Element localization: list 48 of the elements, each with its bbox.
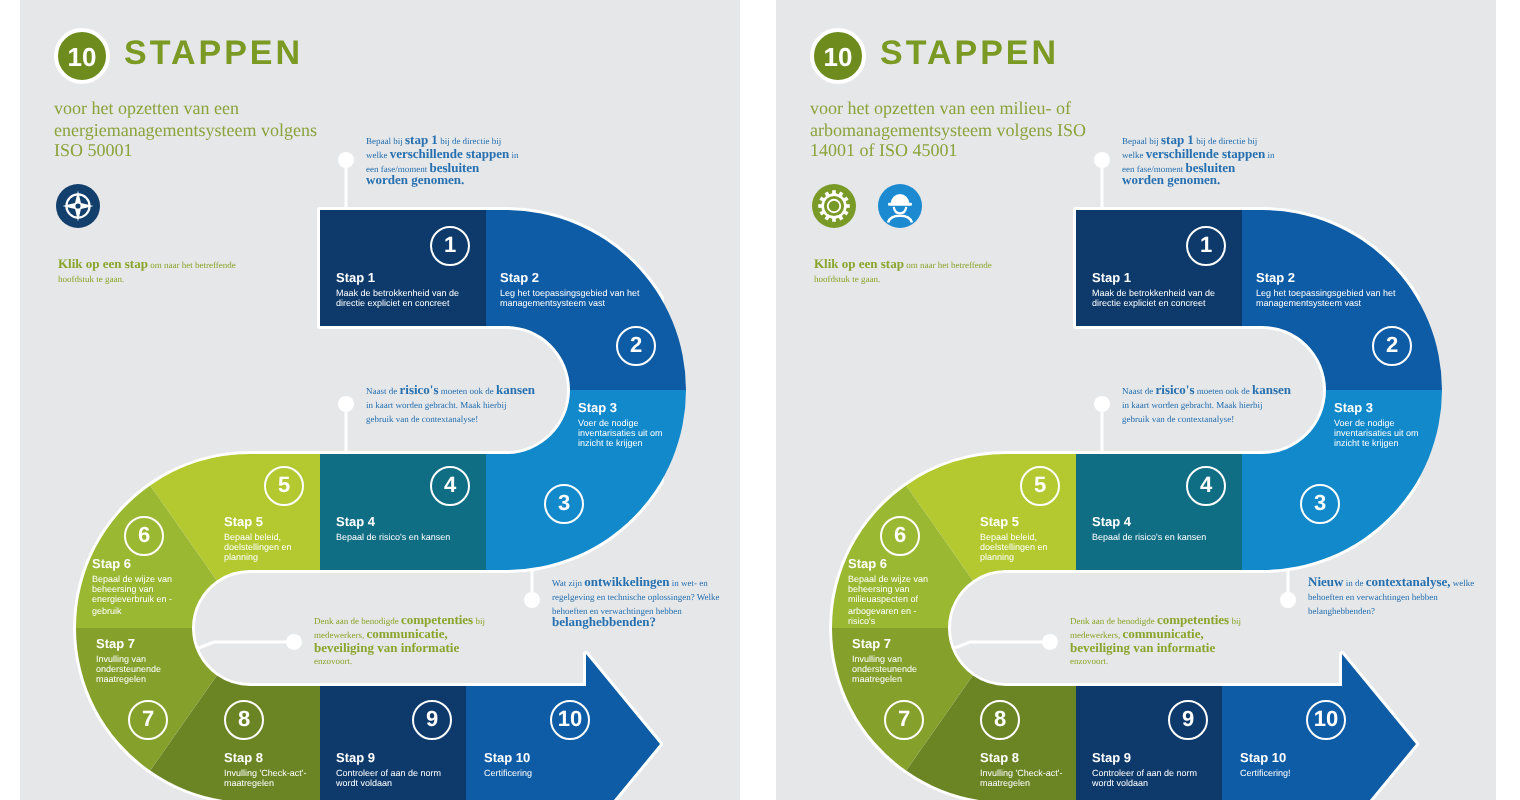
step-segment — [1076, 454, 1242, 570]
leader-line — [338, 152, 354, 210]
panel — [20, 0, 740, 800]
step-number: 2 — [616, 326, 656, 366]
leader-line — [524, 570, 540, 608]
leader-line — [1280, 570, 1296, 608]
leader-line — [338, 396, 354, 454]
step-number: 2 — [1372, 326, 1412, 366]
leader-line — [195, 634, 302, 651]
leader-line — [1094, 152, 1110, 210]
step-number: 1 — [430, 226, 470, 266]
step-segment — [1076, 686, 1222, 800]
step-number: 10 — [1306, 700, 1346, 740]
step-segment — [320, 454, 486, 570]
step-number: 8 — [224, 700, 264, 740]
heading: STAPPEN — [124, 34, 304, 74]
step-number: 1 — [1186, 226, 1226, 266]
step-number: 7 — [128, 700, 168, 740]
number-badge: 10 — [54, 28, 110, 84]
subtitle: voor het opzetten van een milieu- of arbomanagementsysteem volgens ISO 14001 of ISO 45001 — [810, 98, 1088, 161]
step-number: 5 — [264, 466, 304, 506]
step-segment — [150, 674, 320, 800]
step-number: 4 — [1186, 466, 1226, 506]
number-badge: 10 — [810, 28, 866, 84]
step-number: 6 — [124, 516, 164, 556]
step-number: 5 — [1020, 466, 1060, 506]
step-segment — [320, 686, 466, 800]
step-number: 7 — [884, 700, 924, 740]
panel — [776, 0, 1496, 800]
step-number: 4 — [430, 466, 470, 506]
step-number: 8 — [980, 700, 1020, 740]
step-number: 6 — [880, 516, 920, 556]
step-segment — [466, 654, 660, 800]
step-number: 3 — [1300, 484, 1340, 524]
subtitle: voor het opzetten van een energiemanagementsysteem volgens ISO 50001 — [54, 98, 320, 161]
step-segment — [1222, 654, 1416, 800]
step-segment — [1076, 210, 1242, 326]
step-number: 10 — [550, 700, 590, 740]
step-segment — [906, 674, 1076, 800]
leader-line — [1094, 396, 1110, 454]
step-number: 9 — [412, 700, 452, 740]
step-number: 3 — [544, 484, 584, 524]
leader-line — [951, 634, 1058, 651]
step-segment — [76, 484, 218, 628]
step-segment — [832, 484, 974, 628]
step-segment — [320, 210, 486, 326]
step-number: 9 — [1168, 700, 1208, 740]
heading: STAPPEN — [880, 34, 1060, 74]
